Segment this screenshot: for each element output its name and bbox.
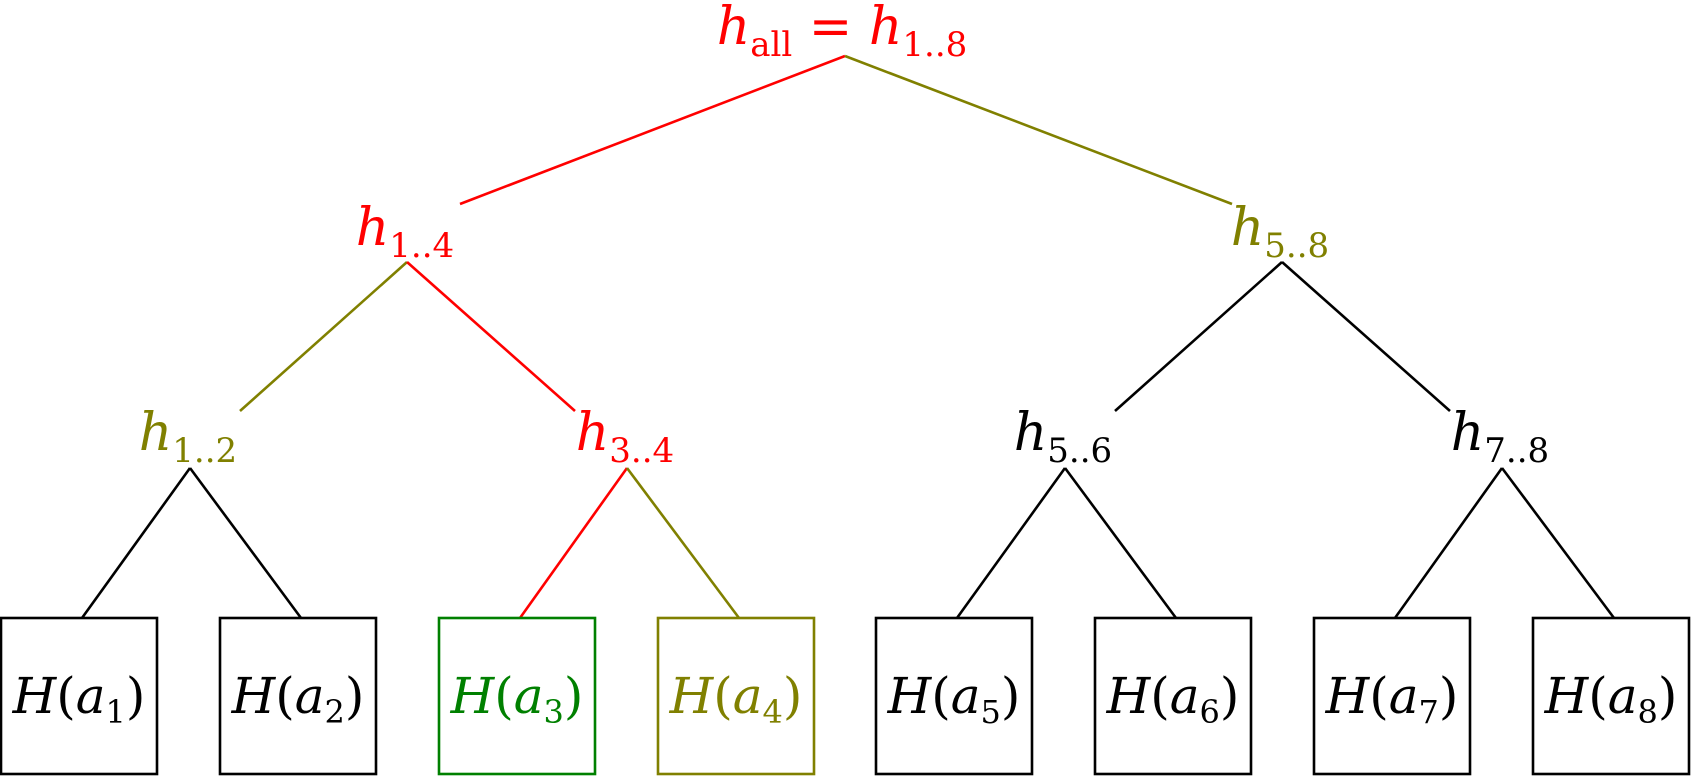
edge-root-right [844, 54, 1233, 206]
leaf-box-6 [1093, 616, 1253, 776]
leaf-label-4: H(a4) [669, 667, 803, 731]
leaf-label-5: H(a5) [887, 667, 1021, 731]
edge-level2-7 [1393, 467, 1504, 619]
leaf-boxes [0, 616, 1691, 776]
leaf-box-1 [0, 616, 159, 776]
leaf-label-2: H(a2) [231, 667, 365, 731]
edge-level1-2 [406, 261, 576, 412]
edge-level2-1 [80, 467, 192, 619]
node-label-h1-4: h1..4 [356, 198, 454, 266]
edge-level1-1 [239, 261, 408, 412]
edge-level2-4 [625, 467, 741, 619]
node-label-h5-6: h5..6 [1014, 403, 1112, 471]
leaf-box-3 [437, 616, 597, 776]
edge-level2-8 [1500, 467, 1616, 619]
edge-level2-5 [955, 467, 1067, 619]
leaf-box-4 [656, 616, 816, 776]
leaf-label-7: H(a7) [1325, 667, 1459, 731]
tree-edges [80, 54, 1616, 619]
leaf-box-2 [218, 616, 378, 776]
leaf-label-6: H(a6) [1106, 667, 1240, 731]
edge-level2-2 [188, 467, 303, 619]
leaf-box-7 [1312, 616, 1472, 776]
node-label-h1-2: h1..2 [139, 403, 237, 471]
leaf-label-3: H(a3) [450, 667, 584, 731]
edge-level1-4 [1281, 261, 1451, 412]
node-label-h3-4: h3..4 [576, 403, 674, 471]
edge-level1-3 [1114, 261, 1283, 412]
leaf-label-1: H(a1) [12, 667, 146, 731]
node-label-h7-8: h7..8 [1451, 403, 1549, 471]
root-label: hall = h1..8 [717, 0, 968, 65]
edge-level2-3 [518, 467, 629, 619]
edge-root-left [459, 54, 846, 206]
edge-level2-6 [1063, 467, 1178, 619]
leaf-box-8 [1531, 616, 1691, 776]
leaf-label-8: H(a8) [1544, 667, 1678, 731]
leaf-box-5 [874, 616, 1034, 776]
node-label-h5-8: h5..8 [1231, 198, 1329, 266]
node-labels: H(a1) H(a2) H(a3) H(a4) H(a5) H(a6) H(a7) H(a8)… [12, 0, 1678, 731]
